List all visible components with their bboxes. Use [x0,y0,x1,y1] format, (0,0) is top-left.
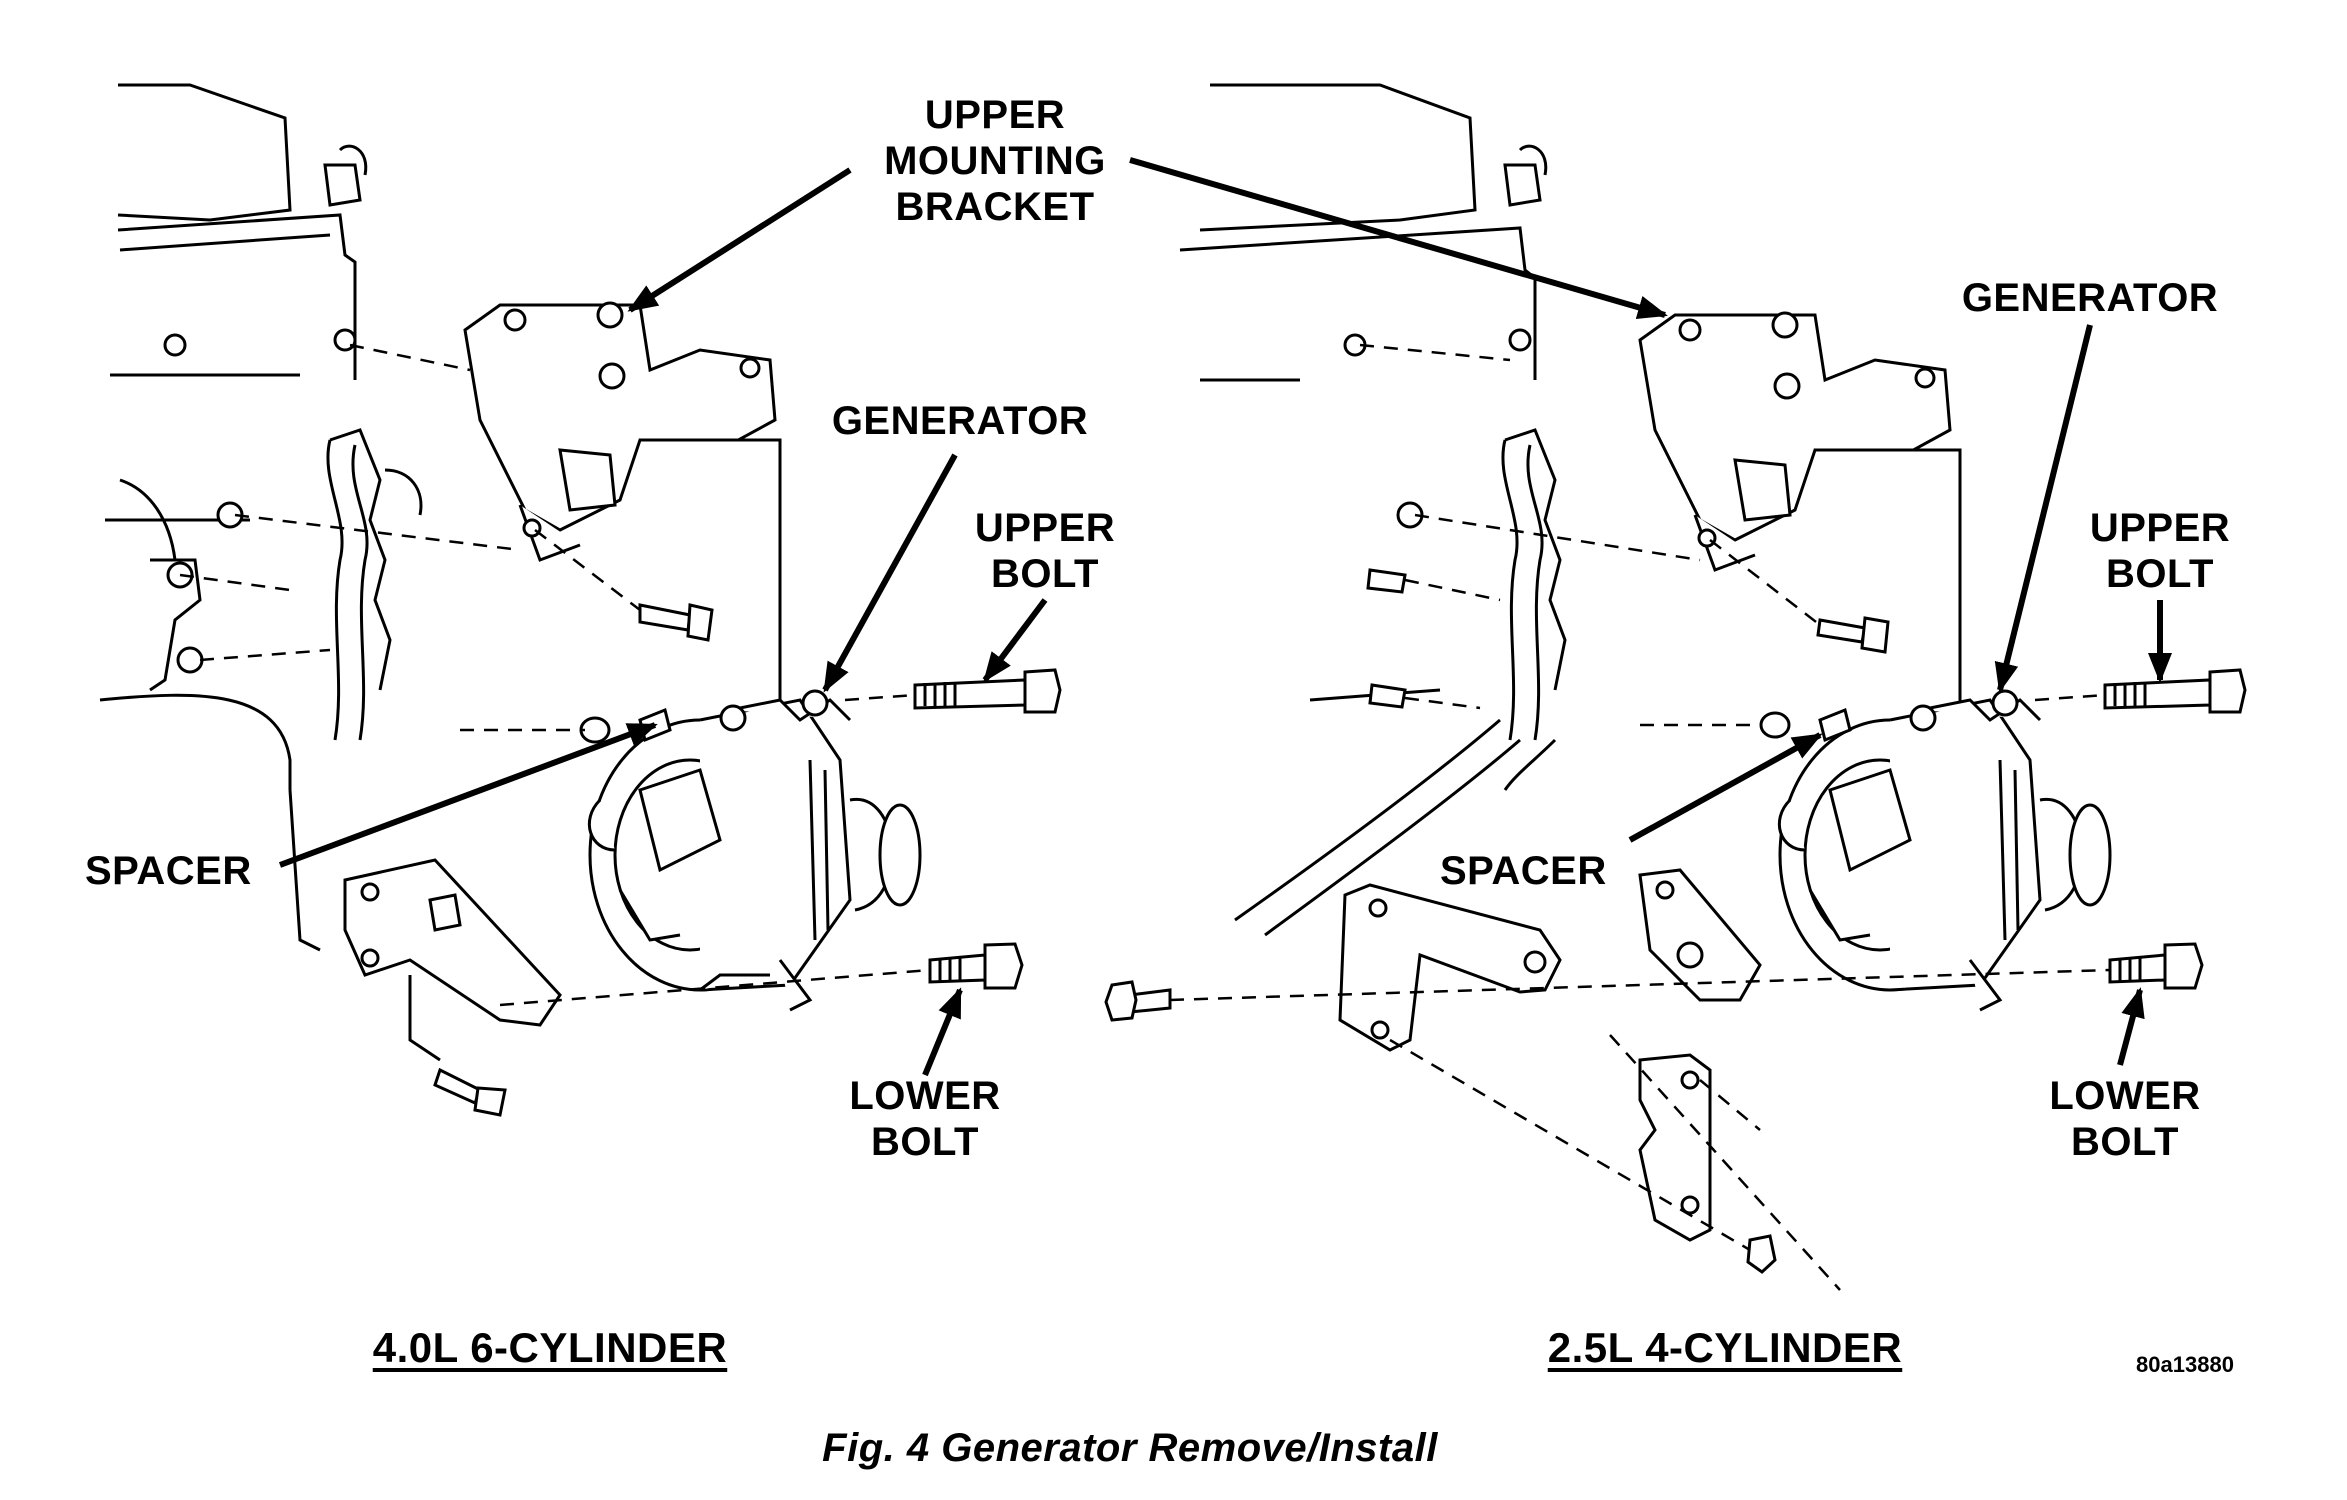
label-line: UPPER [974,506,1116,550]
label-spacer-right: SPACER [1440,848,1630,894]
label-spacer-left: SPACER [85,848,275,894]
leader-arrows [278,157,2172,1077]
view-title-right: 2.5L 4-CYLINDER [1547,1324,1903,1371]
arrow-generator-right [1994,324,2093,693]
label-line: SPACER [85,849,252,893]
label-line: GENERATOR [1961,276,2219,320]
arrow-generator-left [822,453,958,693]
arrow-lower-bolt-left [922,987,963,1077]
label-line: LOWER [849,1074,1001,1118]
left-misc-bolts [163,328,714,1117]
left-lower-bracket [343,858,562,1062]
label-upper-bolt-right: UPPER BOLT [2080,505,2240,597]
label-lower-bolt-right: LOWER BOLT [2045,1073,2205,1165]
right-alignment-lines [1169,343,2111,1291]
left-upper-mounting-bracket [463,301,782,700]
arrow-bracket-left [627,167,852,313]
left-lower-bolt [928,942,1024,990]
figure-caption: Fig. 4 Generator Remove/Install [822,1426,1438,1470]
right-lower-bolt [2108,942,2204,990]
label-line: BOLT [991,552,1099,596]
label-line: GENERATOR [831,399,1089,443]
right-engine-block [1179,83,1567,937]
right-upper-bolt [2103,668,2247,714]
label-line: BRACKET [895,185,1095,229]
arrow-bracket-right [1129,157,1668,320]
arrow-spacer-right [1628,732,1823,843]
label-line: SPACER [1440,849,1607,893]
left-generator [587,689,922,1012]
right-upper-mounting-bracket [1638,311,1962,710]
label-generator-right: GENERATOR [1950,275,2230,321]
right-spacer [1759,707,1852,743]
arrow-lower-bolt-right [2117,987,2145,1066]
label-line: UPPER [2089,506,2231,550]
right-misc-bolts [1104,328,1890,1274]
right-generator [1777,689,2112,1012]
label-line: BOLT [2106,552,2214,596]
label-upper-mounting-bracket: UPPER MOUNTING BRACKET [870,92,1120,230]
arrow-upper-bolt-left [982,598,1048,683]
left-alignment-lines [179,343,931,1007]
label-line: LOWER [2049,1074,2201,1118]
left-upper-bolt [913,668,1062,714]
label-upper-bolt-left: UPPER BOLT [965,505,1125,597]
arrow-spacer-left [278,722,658,868]
right-lower-bracket [1338,868,1762,1242]
label-line: UPPER [924,93,1066,137]
label-lower-bolt-left: LOWER BOLT [845,1073,1005,1165]
label-line: BOLT [2071,1120,2179,1164]
label-line: MOUNTING [884,139,1106,183]
left-engine-block [99,83,423,952]
label-line: BOLT [871,1120,979,1164]
view-title-left: 4.0L 6-CYLINDER [372,1324,728,1371]
label-generator-left: GENERATOR [820,398,1100,444]
figure-code: 80a13880 [2136,1352,2234,1377]
